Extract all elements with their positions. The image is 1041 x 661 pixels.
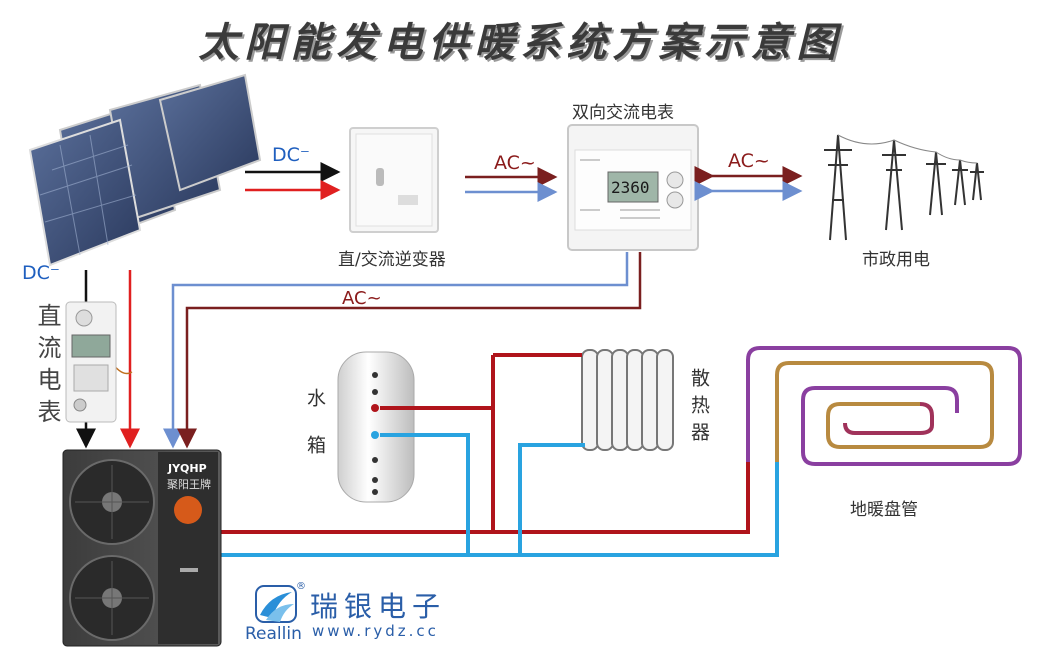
hot-water-pipes [220,353,750,534]
meter-label: 双向交流电表 [572,103,674,123]
radiator [581,349,674,451]
heat-pump-brand-cn: 聚阳王牌 [167,478,211,491]
brand-name-cn: 瑞银电子 [310,590,447,623]
power-towers [824,134,984,241]
dc-meter-device [65,301,117,423]
brand-registered-mark: ® [296,581,306,592]
inverter-label: 直/交流逆变器 [338,250,446,270]
brand-url: www.rydz.cc [312,622,439,640]
inverter-box [349,127,439,233]
ac-label-inverter: AC~ [494,152,536,174]
grid-label: 市政用电 [862,250,930,270]
bidirectional-meter [567,124,699,251]
cold-water-pipes [220,433,779,557]
water-tank [337,351,415,503]
brand-name-en: Reallin [245,624,302,644]
ac-label-grid: AC~ [728,150,770,172]
ac-label-return: AC~ [342,288,382,309]
water-tank-label: 水箱 [304,388,326,482]
heat-pump-brand-en: JYQHP [168,462,207,475]
dc-label-top: DC⁻ [272,144,310,166]
diagram-title: 太阳能发电供暖系统方案示意图 [198,20,843,66]
reallin-logo-icon [255,585,297,623]
radiator-label: 散热器 [688,368,710,449]
ac-heatpump-neutral [163,252,629,449]
heat-pump-unit [62,449,222,647]
ac-heatpump-line [177,252,642,449]
floor-heating-coil [746,346,1022,466]
meter-display: 2360 [611,178,650,197]
solar-panels [28,73,262,267]
dc-label-left: DC⁻ [22,262,60,284]
floor-heating-label: 地暖盘管 [850,500,918,520]
dc-meter-label: 直流电表 [33,303,61,431]
